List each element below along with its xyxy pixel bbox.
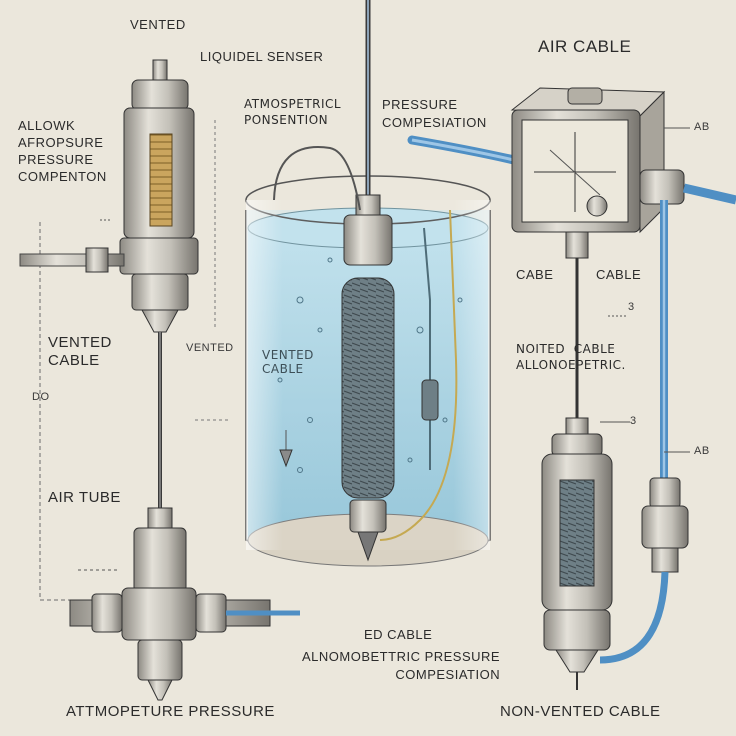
number-3-lower: 3	[630, 415, 637, 427]
water-tank	[245, 0, 491, 567]
left-sensor-assembly	[19, 59, 300, 701]
allow-pressure-label: ALLOWK AFROPSURE PRESSURE COMPENTON	[18, 118, 107, 184]
liquid-sensor-label: LIQUIDEL SENSER	[200, 49, 324, 64]
ab-label-lower: AB	[694, 445, 710, 457]
do-label: DO	[32, 391, 50, 403]
non-vented-cable-label: NON-VENTED CABLE	[500, 703, 661, 720]
ed-cable-label: ED CABLE	[364, 627, 433, 642]
ab-label-top: AB	[694, 121, 710, 133]
cable-right-label: CABLE	[596, 267, 642, 282]
atmo-pressure-label: ATTMOPETURE PRESSURE	[66, 703, 275, 720]
noted-cable-label: NOITED CABLE ALLONOEPETRIC.	[516, 342, 626, 372]
number-3-right: 3	[628, 301, 635, 313]
sensor-window	[149, 133, 173, 227]
guide-line	[39, 222, 100, 601]
vented-mid-label: VENTED	[186, 342, 234, 354]
air-tube-label: AIR TUBE	[48, 489, 121, 506]
vented-cable-tank-label: VENTED CABLE	[262, 348, 314, 377]
vent-tube	[273, 146, 361, 211]
lower-fitting	[133, 527, 187, 593]
right-sensor-assembly	[541, 417, 613, 690]
top-connector	[152, 59, 168, 83]
atmospheric-compensation-label: ATMOSPETRICL PONSENTION	[244, 97, 342, 128]
air-cable-label: AIR CABLE	[538, 37, 632, 56]
alno-pressure-label: ALNOMOBETTRIC PRESSURE COMPESIATION	[302, 649, 501, 682]
vented-cable-left-label: VENTED CABLE	[48, 334, 112, 369]
junction-box	[407, 87, 736, 664]
pressure-compensation-label: PRESSURE COMPESIATION	[382, 97, 487, 131]
vented-label: VENTED	[130, 17, 186, 32]
submerged-probe	[341, 277, 395, 499]
cabe-label: CABE	[516, 267, 554, 282]
